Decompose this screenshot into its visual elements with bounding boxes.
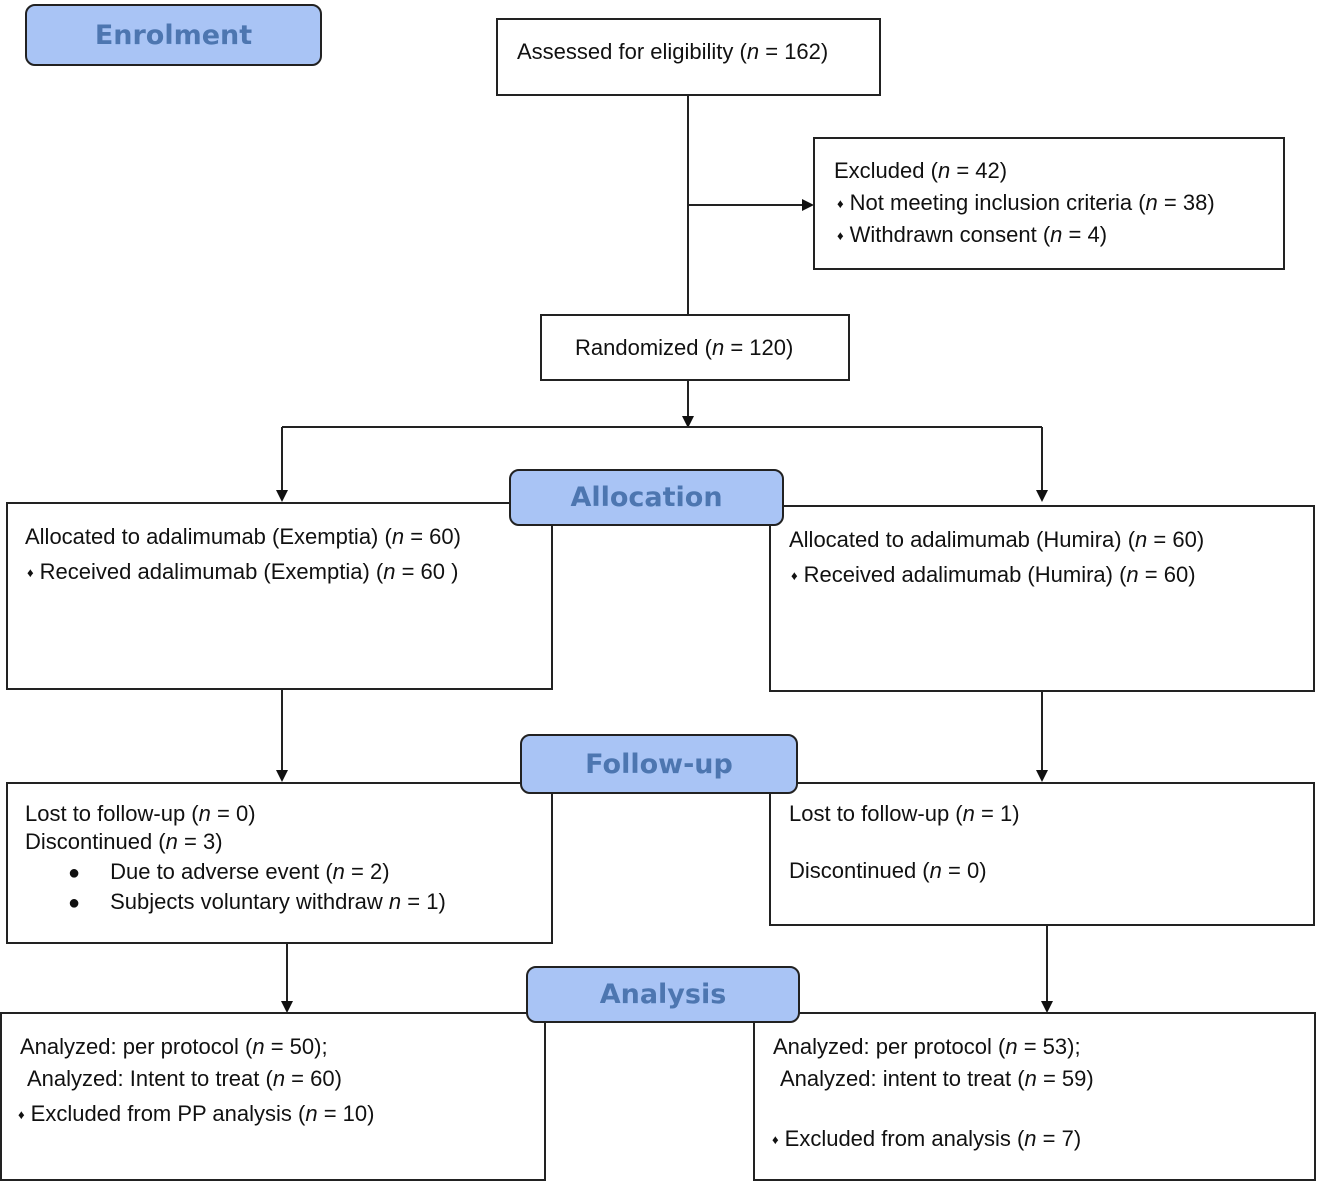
analysis-right-excluded: ♦Excluded from analysis (n = 7) — [772, 1126, 1082, 1151]
followup-left-discontinued: Discontinued (n = 3) — [25, 829, 223, 854]
excluded-item-consent: ♦Withdrawn consent (n = 4) — [837, 222, 1108, 247]
dot-bullet-icon: ● — [68, 892, 81, 914]
assessed-text: Assessed for eligibility (n = 162) — [517, 39, 829, 64]
diamond-bullet-icon: ♦ — [27, 565, 34, 580]
analysis-right-pp: Analyzed: per protocol (n = 53); — [773, 1034, 1081, 1059]
followup-left-lost: Lost to follow-up (n = 0) — [25, 801, 256, 826]
followup-left-withdraw: ●Subjects voluntary withdraw n = 1) — [68, 889, 446, 914]
assessed-box: Assessed for eligibility (n = 162) — [496, 18, 881, 96]
stage-enrolment-label: Enrolment — [94, 19, 253, 51]
analysis-left-pp: Analyzed: per protocol (n = 50); — [20, 1034, 328, 1059]
excluded-box: Excluded (n = 42) ♦Not meeting inclusion… — [813, 137, 1285, 270]
followup-right-lost: Lost to follow-up (n = 1) — [789, 801, 1020, 826]
allocation-left-allocated: Allocated to adalimumab (Exemptia) (n = … — [25, 524, 461, 549]
diamond-bullet-icon: ♦ — [837, 196, 844, 211]
analysis-right-itt: Analyzed: intent to treat (n = 59) — [780, 1066, 1094, 1091]
diamond-bullet-icon: ♦ — [791, 568, 798, 583]
stage-analysis: Analysis — [526, 966, 800, 1023]
followup-right-box: Lost to follow-up (n = 1) Discontinued (… — [769, 782, 1315, 926]
analysis-left-box: Analyzed: per protocol (n = 50); Analyze… — [0, 1012, 546, 1181]
allocation-right-received: ♦Received adalimumab (Humira) (n = 60) — [791, 562, 1196, 587]
followup-right-discontinued: Discontinued (n = 0) — [789, 858, 987, 883]
allocation-right-allocated: Allocated to adalimumab (Humira) (n = 60… — [789, 527, 1205, 552]
stage-followup-label: Follow-up — [585, 748, 733, 780]
analysis-left-itt: Analyzed: Intent to treat (n = 60) — [27, 1066, 342, 1091]
dot-bullet-icon: ● — [68, 862, 81, 884]
excluded-title: Excluded (n = 42) — [834, 158, 1008, 183]
diamond-bullet-icon: ♦ — [837, 228, 844, 243]
randomized-text: Randomized (n = 120) — [575, 335, 794, 360]
followup-left-adverse: ●Due to adverse event (n = 2) — [68, 859, 390, 884]
diamond-bullet-icon: ♦ — [772, 1132, 779, 1147]
diamond-bullet-icon: ♦ — [18, 1107, 25, 1122]
stage-enrolment: Enrolment — [25, 4, 322, 66]
stage-followup: Follow-up — [520, 734, 798, 794]
allocation-right-box: Allocated to adalimumab (Humira) (n = 60… — [769, 505, 1315, 692]
randomized-box: Randomized (n = 120) — [540, 314, 850, 381]
excluded-item-inclusion: ♦Not meeting inclusion criteria (n = 38) — [837, 190, 1215, 215]
analysis-right-box: Analyzed: per protocol (n = 53); Analyze… — [753, 1012, 1316, 1181]
allocation-left-box: Allocated to adalimumab (Exemptia) (n = … — [6, 502, 553, 690]
followup-left-box: Lost to follow-up (n = 0) Discontinued (… — [6, 782, 553, 944]
allocation-left-received: ♦Received adalimumab (Exemptia) (n = 60 … — [27, 559, 459, 584]
stage-analysis-label: Analysis — [599, 979, 727, 1010]
stage-allocation: Allocation — [509, 469, 784, 526]
stage-allocation-label: Allocation — [570, 482, 723, 513]
analysis-left-excluded: ♦Excluded from PP analysis (n = 10) — [18, 1101, 375, 1126]
